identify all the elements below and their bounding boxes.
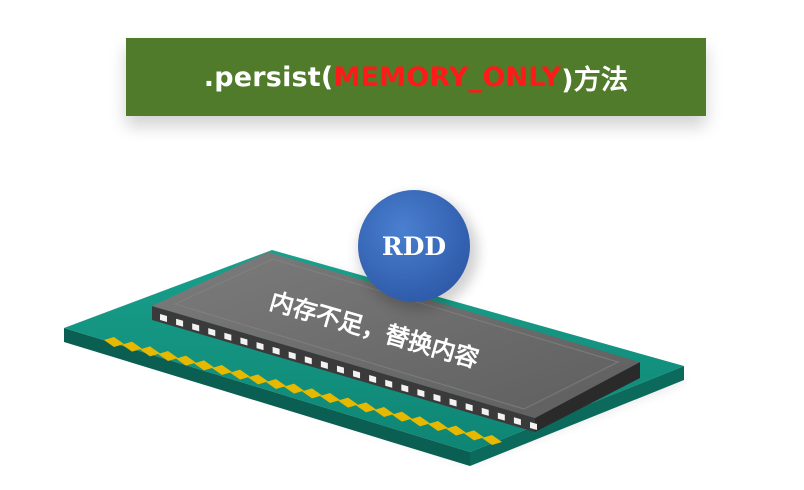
- chip-pin: [304, 356, 312, 365]
- gold-pin: [338, 397, 358, 408]
- gold-pin: [446, 425, 466, 436]
- chip-pin-row: [160, 314, 537, 430]
- gold-pin: [140, 346, 160, 357]
- gold-pin: [302, 388, 322, 399]
- chip-pin: [240, 337, 248, 346]
- gold-pin: [230, 369, 250, 380]
- gold-pin: [248, 374, 268, 385]
- gold-pin: [212, 365, 232, 375]
- gold-pin: [320, 393, 340, 403]
- board-front-edge: [64, 328, 470, 466]
- gold-pin-row: [104, 337, 502, 445]
- title-banner: .persist( MEMORY_ONLY )方法: [126, 38, 706, 116]
- chip-pin: [320, 360, 328, 369]
- chip-pin: [336, 365, 344, 374]
- gold-pin: [104, 337, 124, 347]
- chip-pin: [417, 389, 425, 398]
- chip-pin: [353, 370, 361, 379]
- chip-pin: [449, 398, 457, 407]
- rdd-circle: [358, 190, 470, 302]
- chip-pin: [288, 351, 296, 360]
- chip-pin: [160, 314, 167, 322]
- title-prefix: .persist(: [203, 61, 334, 93]
- gold-pin: [266, 379, 286, 389]
- chip-pin: [176, 318, 184, 327]
- title-keyword: MEMORY_ONLY: [333, 61, 562, 93]
- chip-pin: [224, 332, 232, 341]
- chip-pin: [497, 412, 505, 421]
- gold-pin: [176, 355, 196, 366]
- gold-pin: [356, 402, 376, 413]
- chip-pin: [513, 417, 521, 426]
- chip-pin: [385, 379, 393, 388]
- chip-pin: [192, 323, 200, 332]
- gold-pin: [482, 435, 502, 445]
- gold-pin: [428, 421, 448, 431]
- gold-pin: [122, 341, 142, 352]
- chip-pin: [433, 393, 441, 402]
- chip-pin: [401, 384, 409, 393]
- board-right-edge: [470, 366, 684, 466]
- chip-pin: [208, 328, 216, 337]
- gold-pin: [392, 411, 412, 422]
- chip-pin: [530, 422, 537, 430]
- chip-pin: [272, 346, 280, 355]
- gold-pin: [374, 407, 394, 417]
- gold-pin: [284, 383, 304, 394]
- gold-pin: [194, 360, 214, 371]
- chip-right-side: [535, 362, 640, 432]
- title-suffix: )方法: [561, 64, 629, 96]
- chip-pin: [465, 403, 473, 412]
- chip-outline: [173, 258, 620, 410]
- gold-pin: [464, 430, 484, 441]
- chip-pin: [369, 375, 377, 384]
- gold-pin: [158, 351, 178, 361]
- gold-pin: [410, 416, 430, 427]
- chip-pin: [256, 342, 264, 351]
- chip-body: [152, 252, 640, 418]
- chip-pin: [481, 407, 489, 416]
- rdd-label: RDD: [382, 232, 446, 261]
